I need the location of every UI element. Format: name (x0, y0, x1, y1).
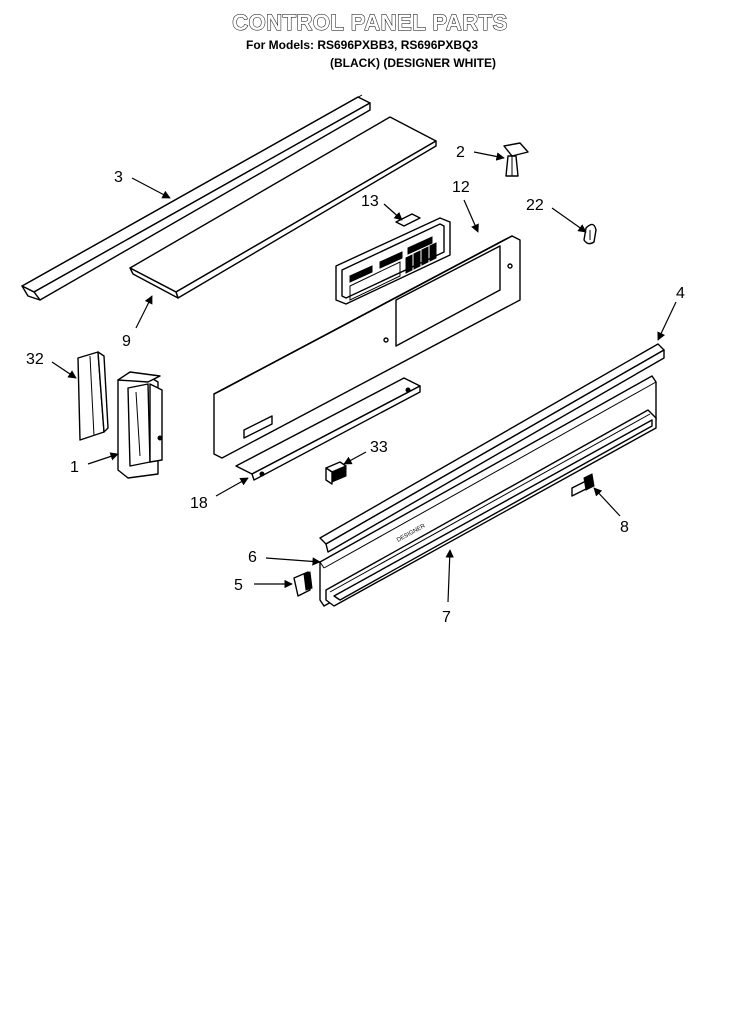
leader-12 (463, 199, 479, 233)
callout-1: 1 (70, 459, 79, 476)
part-3-top-trim-rail (21, 94, 371, 301)
part-5-end-bracket (293, 571, 313, 597)
callout-2: 2 (456, 144, 465, 161)
part-2-bracket (503, 142, 529, 177)
callout-4: 4 (676, 285, 685, 302)
leader-33 (343, 451, 367, 465)
leader-2 (473, 151, 505, 161)
leader-32 (51, 361, 77, 379)
callout-32: 32 (26, 351, 44, 368)
models-line: For Models: RS696PXBB3, RS696PXBQ3 (246, 38, 479, 52)
part-12-control-panel (213, 235, 521, 459)
part-33-switch (325, 461, 347, 485)
leader-3 (131, 177, 171, 199)
leader-1 (87, 452, 119, 465)
leader-6 (265, 557, 321, 566)
callout-6: 6 (248, 549, 257, 566)
callout-12: 12 (452, 179, 470, 196)
part-9-top-panel-shelf (129, 116, 437, 299)
part-7-lower-channel (325, 409, 657, 607)
part-8-clip (571, 473, 595, 497)
leader-7 (445, 549, 454, 603)
leader-9 (135, 295, 153, 329)
callout-13: 13 (361, 193, 379, 210)
callout-5: 5 (234, 577, 243, 594)
callout-33: 33 (370, 439, 388, 456)
leader-4 (657, 301, 677, 341)
leader-18 (215, 477, 249, 497)
part-32-end-trim (77, 351, 109, 441)
part-18-lower-shield (235, 377, 421, 481)
callout-18: 18 (190, 495, 208, 512)
callout-8: 8 (620, 519, 629, 536)
callout-3: 3 (114, 169, 123, 186)
leader-13 (383, 203, 403, 221)
leader-22 (551, 207, 587, 233)
variants-line: (BLACK) (DESIGNER WHITE) (330, 56, 496, 70)
leader-8 (593, 487, 621, 517)
callout-7: 7 (442, 609, 451, 626)
part-1-end-cap (117, 371, 163, 479)
callout-22: 22 (526, 197, 544, 214)
part-13-control-board (335, 213, 451, 305)
callout-9: 9 (122, 333, 131, 350)
part-22-clip (583, 223, 597, 245)
page-title: CONTROL PANEL PARTS (232, 10, 508, 36)
part-4-front-trim (319, 343, 665, 553)
